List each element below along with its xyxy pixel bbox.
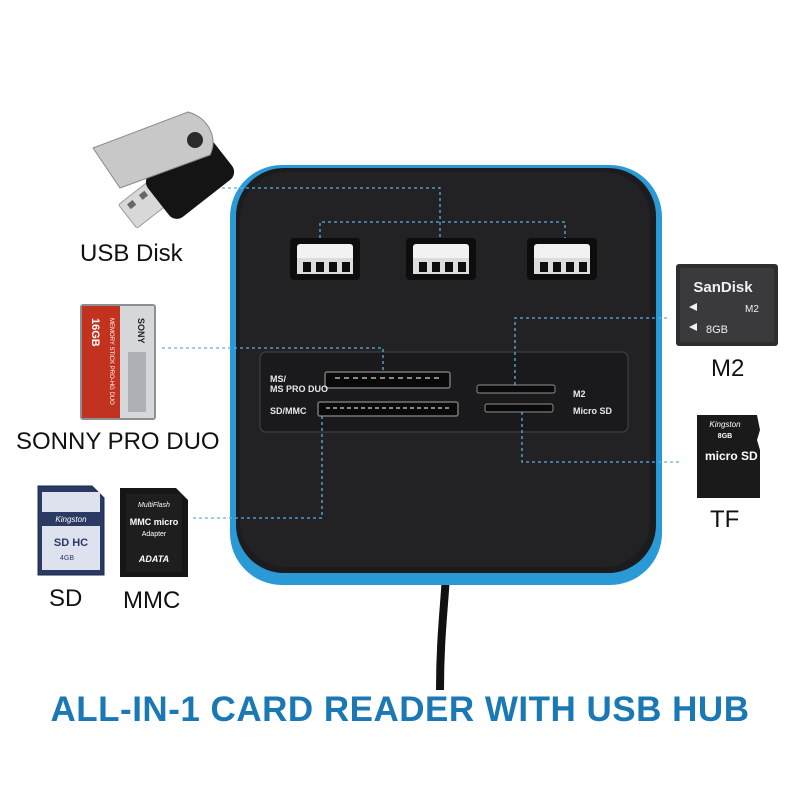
micro-sd-slot — [484, 403, 554, 413]
svg-text:SONY: SONY — [136, 318, 146, 344]
slot-label-sd-mmc: SD/MMC — [270, 406, 307, 416]
kingston-sd-card-image: Kingston SD HC 4GB — [37, 485, 105, 576]
card-reader-hub: MS/ MS PRO DUO SD/MMC M2 Micro SD — [230, 165, 662, 585]
slot-label-ms-pro-duo: MS PRO DUO — [270, 384, 328, 394]
sd-mmc-slot — [317, 401, 459, 417]
svg-text:MultiFlash: MultiFlash — [138, 502, 170, 509]
label-sd: SD — [49, 585, 83, 612]
svg-text:MMC micro: MMC micro — [130, 517, 179, 527]
sandisk-m2-card-image: SanDisk M2 8GB — [676, 264, 778, 346]
sony-memory-stick-image: 16GB MEMORY STICK PRO-HG DUO SONY — [80, 304, 156, 420]
svg-text:4GB: 4GB — [60, 555, 74, 562]
svg-text:MEMORY STICK PRO-HG DUO: MEMORY STICK PRO-HG DUO — [108, 318, 114, 405]
label-m2: M2 — [711, 355, 745, 382]
svg-text:Kingston: Kingston — [709, 420, 741, 429]
slot-label-m2: M2 — [573, 389, 586, 399]
ms-pro-duo-slot — [324, 371, 451, 389]
svg-text:Adapter: Adapter — [142, 531, 167, 538]
headline: ALL-IN-1 CARD READER WITH USB HUB — [50, 690, 750, 729]
label-tf: TF — [710, 506, 740, 533]
kingston-microsd-card-image: Kingston 8GB micro SD HC — [697, 415, 779, 498]
label-mmc: MMC — [123, 587, 181, 614]
slot-label-ms: MS/ — [270, 374, 287, 384]
svg-text:micro SD HC: micro SD HC — [705, 449, 779, 463]
label-sony-pro-duo: SONNY PRO DUO — [16, 428, 220, 455]
svg-text:ADATA: ADATA — [138, 554, 169, 564]
usb-port-3 — [527, 238, 597, 280]
label-usb-disk: USB Disk — [80, 240, 183, 267]
usb-cable — [436, 574, 450, 691]
m2-slot — [476, 384, 556, 394]
usb-disk-image — [92, 111, 235, 229]
svg-text:M2: M2 — [745, 304, 759, 315]
svg-text:16GB: 16GB — [89, 318, 101, 347]
usb-port-1 — [290, 238, 360, 280]
mmc-card-image: MultiFlash MMC micro Adapter ADATA — [120, 488, 188, 577]
svg-text:Kingston: Kingston — [55, 515, 87, 524]
leader-lines — [162, 187, 680, 519]
svg-text:SD HC: SD HC — [54, 537, 88, 549]
svg-text:8GB: 8GB — [718, 433, 732, 440]
svg-text:8GB: 8GB — [706, 324, 728, 336]
slot-label-micro-sd: Micro SD — [573, 406, 613, 416]
svg-text:SanDisk: SanDisk — [693, 279, 753, 296]
usb-port-2 — [406, 238, 476, 280]
